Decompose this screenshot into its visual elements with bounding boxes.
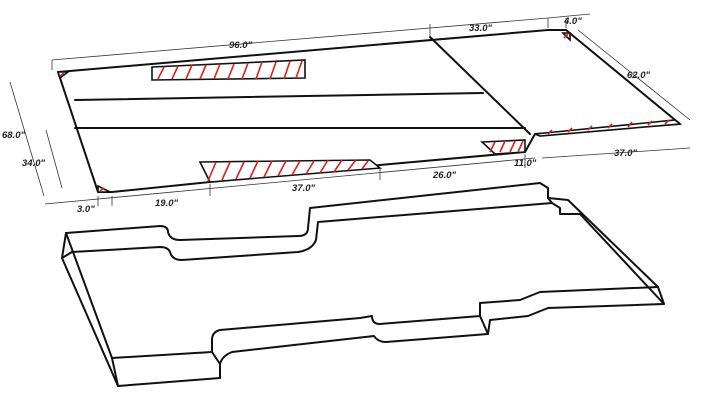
- dim-bottom-offset: 3.0": [77, 204, 95, 215]
- hatched-region-right-strip: [534, 119, 683, 137]
- dim-top-length: 96.0": [229, 40, 252, 51]
- bottom-panel-bottom-outline: [61, 202, 665, 387]
- hatched-region-top: [151, 59, 306, 81]
- dim-bottom-segment-4: 11.0": [514, 158, 537, 169]
- bottom-panel-edge-2: [657, 286, 665, 305]
- dim-bottom-segment-3: 26.0": [432, 170, 456, 181]
- top-panel-divider-1: [74, 92, 484, 101]
- hatched-region-right-small: [480, 139, 526, 155]
- dim-right-bottom-segment: 37.0": [614, 148, 637, 159]
- dim-corner-small: 4.0": [563, 16, 582, 27]
- bottom-panel-edge-1: [111, 357, 119, 387]
- hatched-region-bottom: [198, 159, 383, 183]
- corner-marks: [56, 32, 571, 193]
- bottom-panel-edge-5: [479, 315, 489, 335]
- bottom-panel-top-outline: [65, 182, 659, 359]
- dim-bottom-segment-2: 37.0": [292, 183, 315, 194]
- dim-overall-width: 68.0": [2, 130, 25, 141]
- bottom-panel: [61, 182, 665, 387]
- dimension-labels: 96.0" 33.0" 4.0" 62.0" 68.0" 34.0" 3.0" …: [2, 16, 650, 215]
- dim-top-right-length: 33.0": [469, 23, 492, 34]
- dimension-lines: [9, 13, 691, 206]
- bottom-panel-edge-3: [547, 197, 553, 204]
- dim-lower-width: 34.0": [22, 158, 45, 169]
- dim-bottom-segment-1: 19.0": [155, 198, 178, 209]
- top-panel-divider-3: [429, 36, 531, 135]
- bottom-panel-edge-4: [211, 351, 221, 365]
- dim-right-depth: 62.0": [627, 70, 650, 81]
